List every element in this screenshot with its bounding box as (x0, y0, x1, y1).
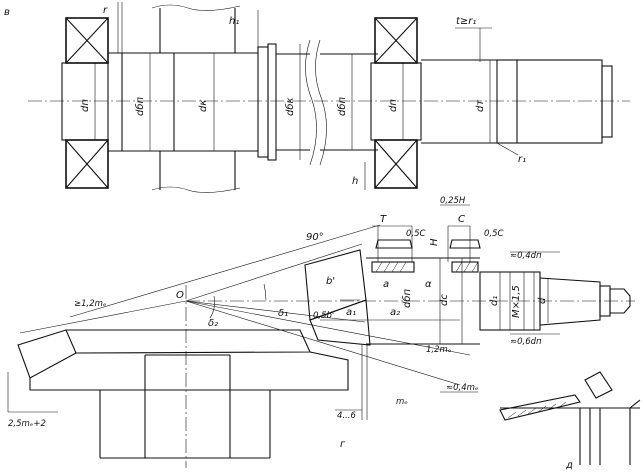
detail-d (499, 371, 641, 465)
label-d: d (537, 297, 548, 304)
label-d1: d₁ (489, 296, 500, 306)
label-me04: ≈0,4mₑ (446, 383, 479, 393)
label-r1: r₁ (518, 154, 526, 165)
label-a: a (383, 279, 389, 290)
label-a2: a₂ (390, 307, 400, 318)
label-05C-right: 0,5C (484, 229, 504, 239)
label-ge12me: ≥1,2mₑ (74, 299, 107, 309)
label-dp06: ≈0,6dп (510, 337, 542, 347)
bevel-gear-assembly (7, 204, 635, 468)
label-me25: 2,5mₑ+2 (8, 419, 46, 429)
label-b-prime: b' (326, 276, 335, 287)
label-dbp-right: dбп (336, 96, 348, 116)
panel-label-top: в (4, 7, 10, 18)
label-05b: 0,5b' (313, 311, 334, 321)
right-bearing-top (374, 17, 418, 64)
label-a1: a₁ (346, 307, 356, 318)
label-O: O (176, 290, 184, 301)
label-h: h (352, 176, 358, 187)
label-dbk: dбк (284, 97, 296, 116)
right-bearing-bottom (374, 139, 418, 189)
label-dn-small: ≈0,4dп (510, 251, 542, 261)
left-bearing-bottom (65, 139, 109, 189)
label-90deg: 90° (306, 232, 324, 243)
label-dp-left: dп (80, 99, 91, 112)
label-delta1: δ₁ (278, 308, 288, 319)
label-05C-left: 0,5C (406, 229, 426, 239)
label-r: r (103, 5, 108, 16)
label-T: T (380, 214, 387, 225)
label-dt: dт (475, 99, 486, 112)
label-delta2: δ₂ (208, 318, 218, 329)
label-dk: dк (198, 100, 209, 112)
top-shaft-assembly (28, 2, 630, 193)
label-me12: 1,2mₑ (426, 345, 452, 355)
label-h1: h₁ (229, 16, 239, 27)
label-thread: M×1,5 (511, 285, 522, 318)
left-bearing-top (65, 17, 109, 64)
panel-label-bottom: г (340, 439, 346, 450)
label-dbp-mid: dбп (401, 288, 413, 308)
label-dim46: 4...6 (337, 411, 357, 421)
label-t: t≥r₁ (456, 16, 476, 27)
label-alpha: α (425, 279, 432, 290)
label-dp-right: dп (388, 99, 399, 112)
label-dc: dc (439, 294, 450, 306)
label-me-low: mₑ (396, 397, 408, 407)
panel-label-detail: д (565, 460, 573, 471)
top-dimension-lines (94, 44, 491, 160)
label-C: C (458, 214, 465, 225)
label-dbp-left: dбп (134, 96, 146, 116)
label-H: H (429, 238, 440, 246)
label-025H: 0,25H (440, 196, 466, 206)
